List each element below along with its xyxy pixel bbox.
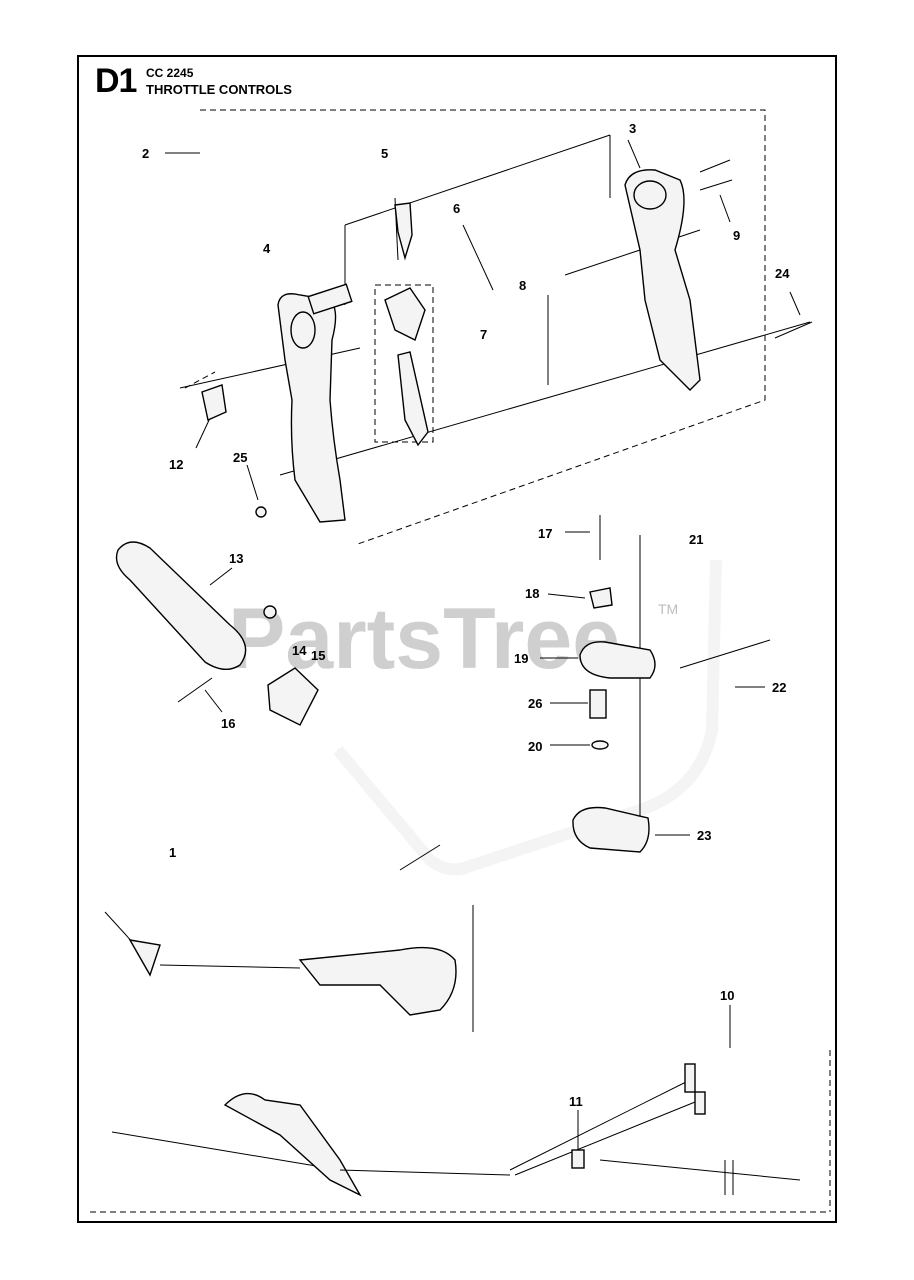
callout-26: 26 (528, 696, 542, 711)
watermark-tm: TM (658, 601, 678, 617)
axis-line-a (344, 134, 611, 226)
callout-1: 1 (169, 845, 176, 860)
callout-4: 4 (263, 241, 271, 256)
handle-axis-2 (679, 639, 771, 669)
screws-9 (699, 159, 733, 191)
nut-14 (263, 605, 277, 619)
model-number: CC 2245 (146, 66, 194, 80)
leader-18 (547, 593, 586, 599)
assembled-view-handle (104, 911, 457, 1016)
callout-18: 18 (525, 586, 539, 601)
callout-19: 19 (514, 651, 528, 666)
handle-left-boss (307, 283, 353, 315)
callout-10: 10 (720, 988, 734, 1003)
leader-16 (204, 689, 223, 713)
handle-half-left (277, 293, 346, 523)
callout-16: 16 (221, 716, 235, 731)
washer-20 (591, 740, 609, 750)
bracket-19 (579, 641, 656, 679)
handle-left-window (290, 311, 316, 349)
clamp-15 (267, 667, 319, 726)
clip-12 (201, 384, 227, 421)
grip-13 (115, 541, 247, 670)
clamp-23 (572, 806, 650, 853)
cable-assembly-10 (111, 1005, 801, 1197)
callout-22: 22 (772, 680, 786, 695)
leader-3 (627, 139, 641, 169)
handle-right-top (633, 180, 667, 210)
callout-13: 13 (229, 551, 243, 566)
page-code: D1 (95, 62, 137, 100)
callout-8: 8 (519, 278, 526, 293)
leader-6 (462, 224, 494, 291)
callout-7: 7 (480, 327, 487, 342)
callout-12: 12 (169, 457, 183, 472)
leader-24 (789, 291, 801, 316)
diagram-frame (77, 55, 837, 1223)
lever-7 (397, 351, 429, 447)
axis-line-d (179, 347, 361, 389)
leader-9 (719, 194, 731, 223)
callout-25: 25 (233, 450, 247, 465)
callout-6: 6 (453, 201, 460, 216)
lever-group-box (374, 284, 434, 443)
callout-9: 9 (733, 228, 740, 243)
throttle-trigger (384, 287, 426, 341)
callout-11: 11 (569, 1094, 583, 1109)
callout-14: 14 (292, 643, 307, 658)
callout-15: 15 (311, 648, 325, 663)
axis-line-e (279, 321, 811, 476)
leader-12 (195, 417, 211, 449)
diagram-title: THROTTLE CONTROLS (146, 82, 292, 97)
callout-21: 21 (689, 532, 703, 547)
screw-24 (774, 321, 813, 339)
handle-half-right (624, 169, 701, 391)
callout-3: 3 (629, 121, 636, 136)
bolt-16 (177, 677, 213, 703)
handle-axis-1 (399, 844, 441, 871)
callout-5: 5 (381, 146, 388, 161)
callout-17: 17 (538, 526, 552, 541)
lever-5 (394, 202, 413, 261)
callout-23: 23 (697, 828, 711, 843)
clip-18 (589, 587, 613, 609)
assembly-boundary-upper (200, 109, 766, 546)
leader-25 (246, 464, 259, 501)
callout-2: 2 (142, 146, 149, 161)
nut-25 (255, 506, 267, 518)
callout-24: 24 (775, 266, 790, 281)
spring-26 (589, 689, 607, 719)
leader-13 (209, 567, 233, 586)
callout-20: 20 (528, 739, 542, 754)
